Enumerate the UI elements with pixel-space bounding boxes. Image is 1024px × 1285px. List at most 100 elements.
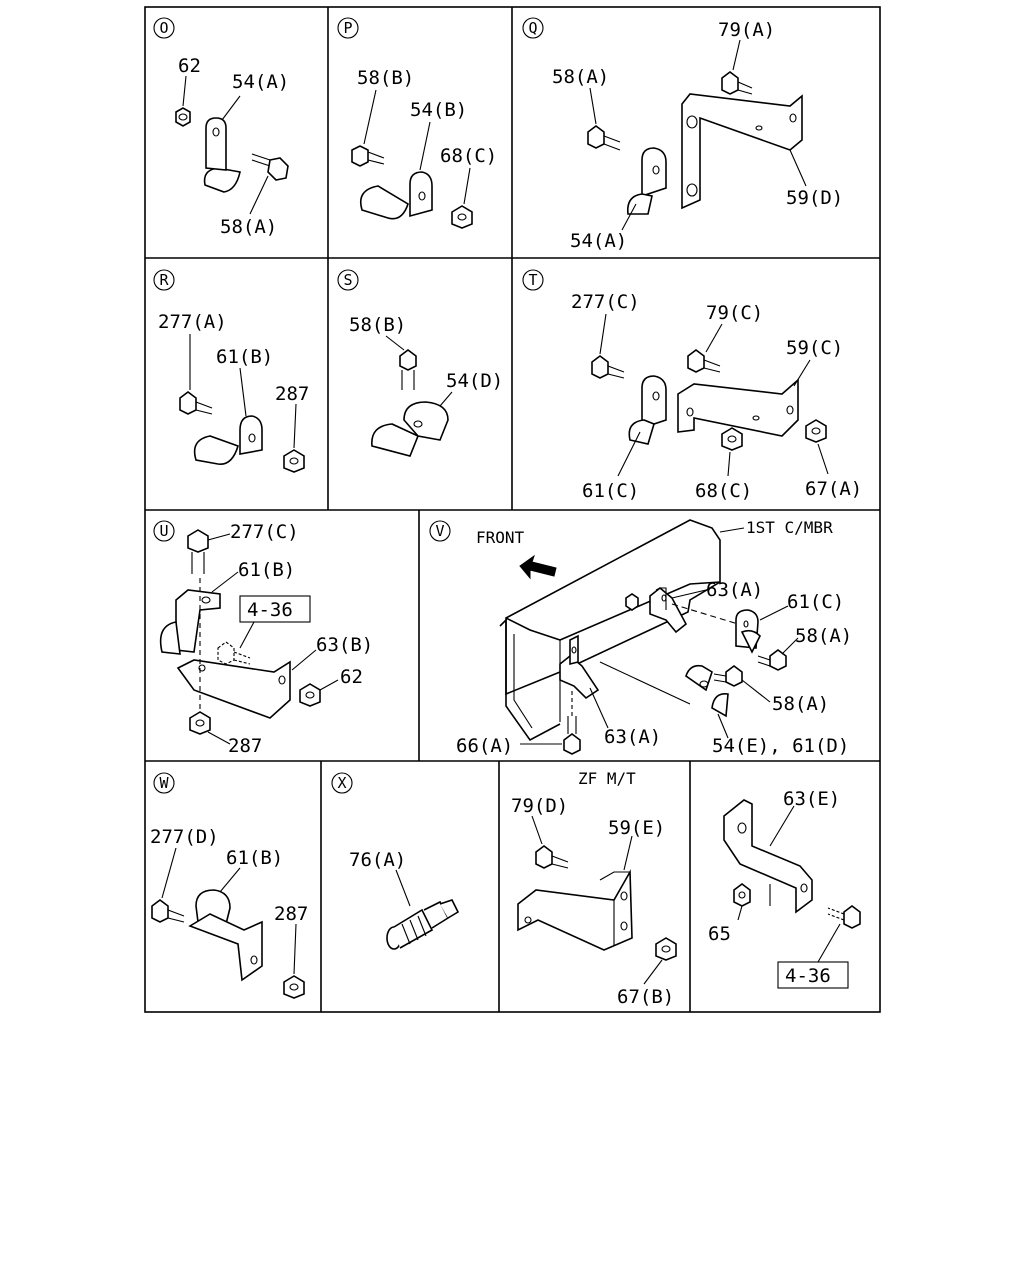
panel-r: R 277(A) 61(B) 287 bbox=[153, 269, 309, 473]
part-label: 63(E) bbox=[783, 788, 840, 810]
part-label: 62 bbox=[340, 666, 363, 688]
panel-badge-x: X bbox=[331, 772, 353, 794]
part-label: 61(B) bbox=[226, 847, 283, 869]
panel-q: Q 79(A) 58(A) 59(D) 54(A) bbox=[522, 17, 843, 252]
panel-badge-u: U bbox=[153, 520, 175, 542]
bolt-icon bbox=[535, 845, 569, 869]
part-label: 58(A) bbox=[772, 693, 829, 715]
p-clamp-icon bbox=[193, 415, 263, 465]
part-label: 277(D) bbox=[150, 826, 219, 848]
bolt-icon bbox=[587, 125, 621, 151]
part-label: 63(B) bbox=[316, 634, 373, 656]
bolt-icon bbox=[757, 649, 787, 671]
nut-icon bbox=[283, 449, 305, 473]
panel-s: S 58(B) 54(D) bbox=[337, 269, 503, 457]
nut-icon bbox=[721, 427, 743, 451]
part-label: 54(E), 61(D) bbox=[712, 735, 849, 757]
part-label: 59(D) bbox=[786, 187, 843, 209]
part-label: 59(E) bbox=[608, 817, 665, 839]
svg-text:V: V bbox=[435, 522, 444, 540]
part-label: 63(A) bbox=[604, 726, 661, 748]
part-label: 287 bbox=[228, 735, 262, 757]
bracket-icon bbox=[559, 634, 600, 700]
part-label: 54(A) bbox=[232, 71, 289, 93]
p-clamp-icon bbox=[735, 609, 761, 654]
bolt-icon bbox=[591, 355, 625, 379]
member-label: 1ST C/MBR bbox=[746, 518, 833, 537]
part-label: 54(A) bbox=[570, 230, 627, 252]
part-label: 76(A) bbox=[349, 849, 406, 871]
panel-z: 63(E) 65 4-36 bbox=[708, 788, 861, 989]
svg-text:P: P bbox=[343, 19, 352, 37]
part-label: 58(A) bbox=[220, 216, 277, 238]
nut-icon bbox=[189, 711, 211, 735]
svg-text:T: T bbox=[528, 271, 537, 289]
bolt-icon bbox=[713, 665, 743, 687]
panel-x: X 76(A) bbox=[331, 772, 460, 950]
svg-text:Q: Q bbox=[528, 19, 537, 37]
p-clamp-icon bbox=[203, 117, 241, 193]
bolt-icon bbox=[217, 641, 251, 665]
part-label: 68(C) bbox=[440, 145, 497, 167]
bolt-icon bbox=[179, 391, 213, 415]
part-label: 58(B) bbox=[357, 67, 414, 89]
part-label: 68(C) bbox=[695, 480, 752, 502]
part-label: 63(A) bbox=[706, 579, 763, 601]
reference-box bbox=[777, 961, 849, 989]
bolt-icon bbox=[251, 153, 289, 181]
panel-o: O 62 54(A) 58(A) bbox=[153, 17, 289, 238]
p-clamp-icon bbox=[359, 171, 433, 220]
bracket-icon bbox=[723, 799, 813, 914]
part-label: 61(B) bbox=[216, 346, 273, 368]
part-label: 79(C) bbox=[706, 302, 763, 324]
panel-w: W 277(D) 61(B) 287 bbox=[150, 772, 308, 999]
arrow-icon bbox=[519, 554, 557, 580]
grease-nipple-icon bbox=[386, 899, 460, 950]
panel-badge-r: R bbox=[153, 269, 175, 291]
part-label: 79(D) bbox=[511, 795, 568, 817]
panel-zf-mt: ZF M/T 79(D) 59(E) 67(B) bbox=[511, 769, 677, 1008]
reference-label: 4-36 bbox=[247, 599, 293, 621]
panel-p: P 58(B) 54(B) 68(C) bbox=[337, 17, 497, 229]
panel-badge-q: Q bbox=[522, 17, 544, 39]
svg-text:W: W bbox=[159, 774, 169, 792]
front-label: FRONT bbox=[476, 528, 525, 547]
bracket-icon bbox=[681, 93, 803, 210]
panel-badge-p: P bbox=[337, 17, 359, 39]
p-clamp-icon bbox=[188, 889, 263, 982]
panel-note: ZF M/T bbox=[578, 769, 636, 788]
nut-icon bbox=[733, 883, 751, 907]
part-label: 54(D) bbox=[446, 370, 503, 392]
panel-badge-s: S bbox=[337, 269, 359, 291]
bracket-icon bbox=[649, 586, 688, 634]
part-label: 61(C) bbox=[787, 591, 844, 613]
bolt-icon bbox=[399, 349, 417, 390]
svg-text:O: O bbox=[159, 19, 168, 37]
part-label: 65 bbox=[708, 923, 731, 945]
p-clamp-icon bbox=[628, 375, 667, 445]
nut-icon bbox=[299, 683, 321, 707]
reference-box bbox=[239, 595, 311, 623]
nut-icon bbox=[655, 937, 677, 961]
part-label: 287 bbox=[275, 383, 309, 405]
svg-text:S: S bbox=[343, 271, 352, 289]
part-label: 277(C) bbox=[571, 291, 640, 313]
part-label: 79(A) bbox=[718, 19, 775, 41]
part-label: 59(C) bbox=[786, 337, 843, 359]
clip-icon bbox=[685, 664, 729, 718]
bolt-icon bbox=[187, 529, 209, 574]
p-clamp-icon bbox=[159, 589, 221, 655]
p-clamp-icon bbox=[626, 147, 667, 215]
nut-icon bbox=[805, 419, 827, 443]
part-label: 287 bbox=[274, 903, 308, 925]
cross-member-icon bbox=[499, 519, 721, 742]
nut-icon bbox=[625, 593, 639, 611]
reference-label: 4-36 bbox=[785, 965, 831, 987]
panel-badge-w: W bbox=[153, 772, 175, 794]
part-label: 58(B) bbox=[349, 314, 406, 336]
part-label: 277(A) bbox=[158, 311, 227, 333]
bolt-icon bbox=[687, 349, 721, 373]
part-label: 67(A) bbox=[805, 478, 862, 500]
bolt-icon bbox=[151, 899, 185, 923]
